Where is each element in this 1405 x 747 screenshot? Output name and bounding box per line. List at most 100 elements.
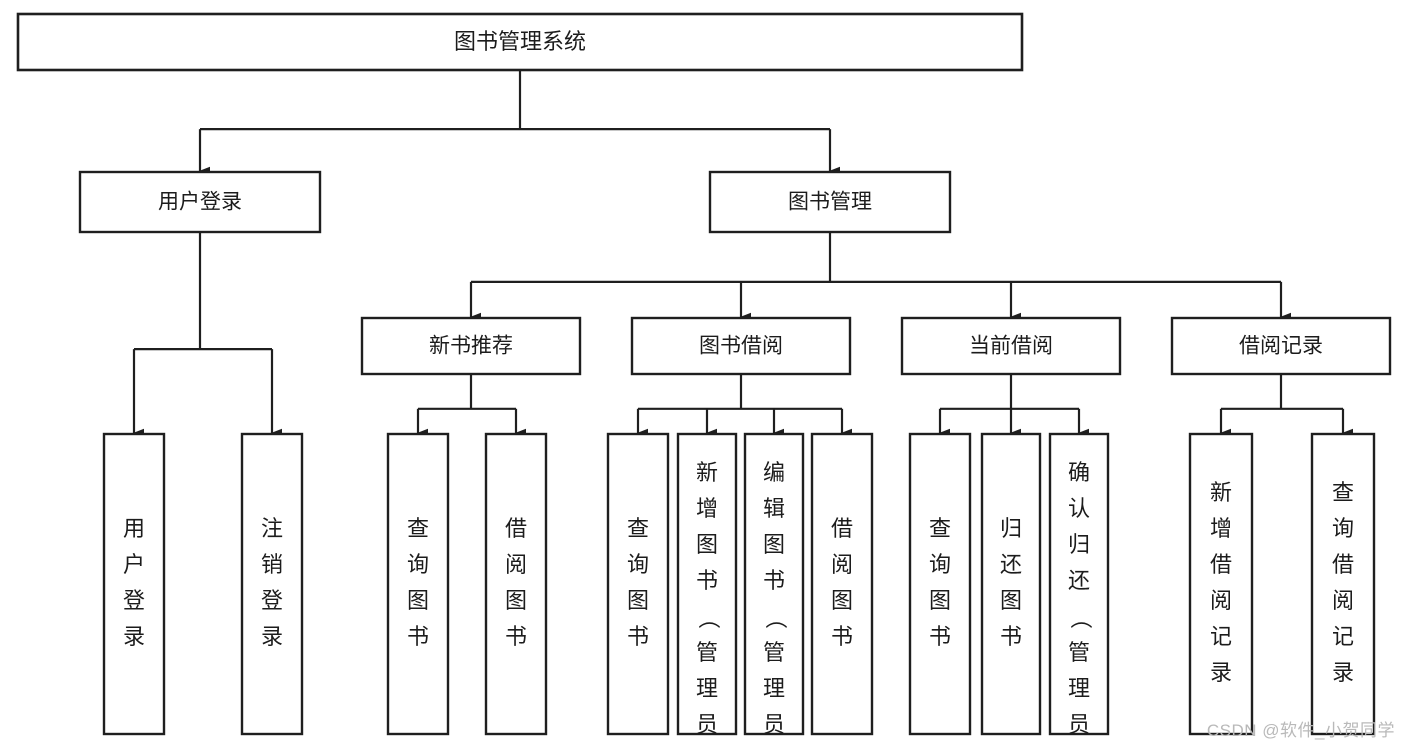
node-label-char: 阅 [1332, 588, 1354, 613]
node-box[interactable] [1310, 432, 1376, 736]
node-label-char: （ [1068, 607, 1093, 629]
node-box[interactable] [980, 432, 1042, 736]
node-box[interactable] [78, 170, 322, 234]
node-label-char: 理 [696, 676, 718, 701]
node-label-char: 借 [831, 516, 853, 541]
node-label-char: 增 [1210, 516, 1232, 541]
node-borrow-records[interactable]: 借阅记录 [1170, 316, 1392, 376]
node-label-char: 书 [1000, 624, 1022, 649]
node-label-char: 书 [831, 624, 853, 649]
node-box[interactable] [908, 432, 972, 736]
node-label-char: 图 [831, 588, 853, 613]
csdn-watermark: CSDN @软件_小贺同学 [1206, 721, 1395, 740]
node-label-char: 增 [696, 496, 718, 521]
node-label-char: 借 [1210, 552, 1232, 577]
node-label-char: 户 [123, 552, 145, 577]
node-box[interactable] [810, 432, 874, 736]
node-label-char: 图 [929, 588, 951, 613]
node-label-char: 阅 [831, 552, 853, 577]
node-label-char: 录 [123, 624, 145, 649]
node-box[interactable] [386, 432, 450, 736]
node-box[interactable] [1170, 316, 1392, 376]
node-label-char: 销 [261, 552, 283, 577]
node-label-char: 录 [1210, 660, 1232, 685]
node-box[interactable] [484, 432, 548, 736]
node-label-char: 管 [696, 640, 718, 665]
node-label-char: 借 [505, 516, 527, 541]
node-book-management[interactable]: 图书管理 [708, 170, 952, 234]
node-label-char: 员 [763, 712, 785, 737]
node-label-char: 询 [929, 552, 951, 577]
node-box[interactable] [676, 432, 738, 736]
node-box[interactable] [102, 432, 166, 736]
node-label-char: 用 [123, 516, 145, 541]
node-box[interactable] [16, 12, 1024, 72]
node-box[interactable] [360, 316, 582, 376]
node-label-char: 询 [407, 552, 429, 577]
node-box[interactable] [743, 432, 805, 736]
node-label-char: 录 [261, 624, 283, 649]
node-root[interactable]: 图书管理系统 [16, 12, 1024, 72]
node-label-char: 书 [763, 568, 785, 593]
node-leaf-user-login[interactable]: 用户登录 [102, 432, 166, 736]
node-label: 图书借阅 [699, 335, 783, 358]
node-label: 借阅记录 [1239, 335, 1323, 358]
node-label-char: 注 [261, 516, 283, 541]
node-layer: 图书管理系统用户登录图书管理新书推荐图书借阅当前借阅借阅记录用户登录注销登录查询… [16, 12, 1392, 747]
edge-layer [132, 70, 1353, 438]
node-label-char: 借 [1332, 552, 1354, 577]
node-label-char: 记 [1332, 624, 1354, 649]
node-book-borrow[interactable]: 图书借阅 [630, 316, 852, 376]
node-user-login[interactable]: 用户登录 [78, 170, 322, 234]
node-label-char: 书 [696, 568, 718, 593]
node-box[interactable] [900, 316, 1122, 376]
node-label-char: 阅 [1210, 588, 1232, 613]
node-label-char: 理 [763, 676, 785, 701]
node-label-char: 书 [407, 624, 429, 649]
node-label-char: 图 [696, 532, 718, 557]
node-box[interactable] [240, 432, 304, 736]
node-label-char: 书 [505, 624, 527, 649]
node-label: 用户登录 [158, 191, 242, 214]
node-label-char: 图 [505, 588, 527, 613]
node-label-char: 书 [627, 624, 649, 649]
node-label-char: 认 [1068, 496, 1090, 521]
node-label-char: 图 [627, 588, 649, 613]
node-label-char: 查 [407, 516, 429, 541]
node-box[interactable] [708, 170, 952, 234]
node-label-char: 确 [1068, 460, 1090, 485]
node-label-char: 图 [1000, 588, 1022, 613]
node-label-char: 理 [1068, 676, 1090, 701]
node-label: 图书管理系统 [454, 29, 586, 54]
node-label-char: 还 [1000, 552, 1022, 577]
node-label-char: 归 [1068, 532, 1090, 557]
node-box[interactable] [630, 316, 852, 376]
node-current-borrow[interactable]: 当前借阅 [900, 316, 1122, 376]
node-label-char: 编 [763, 460, 785, 485]
node-box[interactable] [606, 432, 670, 736]
node-box[interactable] [1048, 432, 1110, 736]
node-label-char: （ [763, 607, 788, 629]
node-box[interactable] [1188, 432, 1254, 736]
node-label-char: 阅 [505, 552, 527, 577]
node-label-char: 管 [763, 640, 785, 665]
node-label-char: 图 [763, 532, 785, 557]
node-label-char: 管 [1068, 640, 1090, 665]
node-label-char: 记 [1210, 624, 1232, 649]
node-label-char: 查 [929, 516, 951, 541]
node-new-book-recommend[interactable]: 新书推荐 [360, 316, 582, 376]
